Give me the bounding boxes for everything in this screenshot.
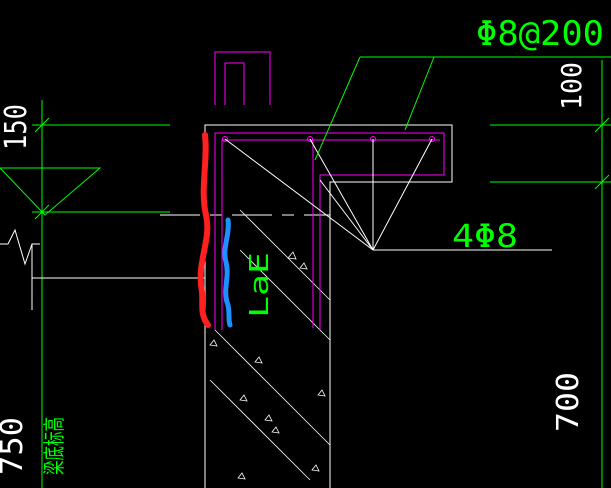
elevation-triangle-marker bbox=[0, 167, 102, 216]
red-markup-stroke bbox=[197, 132, 211, 328]
stirrup-spec-label: Φ8@200 bbox=[476, 14, 604, 54]
rebar-callout-label: 4Φ8 bbox=[452, 217, 518, 255]
embedment-length-label: LaE bbox=[245, 252, 275, 318]
dimension-150-label: 150 bbox=[0, 104, 34, 150]
left-dimension-group bbox=[0, 100, 170, 488]
left-break-line bbox=[0, 228, 205, 310]
dimension-100-label: 100 bbox=[555, 62, 588, 110]
right-dimension-group bbox=[490, 60, 611, 488]
top-magenta-bracket-inner bbox=[224, 62, 245, 105]
blue-markup-stroke bbox=[222, 217, 233, 328]
rebar-dot bbox=[429, 136, 435, 142]
rebar-dot bbox=[307, 136, 313, 142]
dimension-700-label: 700 bbox=[551, 372, 586, 432]
concrete-hatch bbox=[209, 209, 331, 481]
beam-bottom-elevation-label: 梁底标高 bbox=[43, 417, 68, 475]
top-magenta-bracket bbox=[214, 51, 271, 105]
left-tick-top bbox=[34, 117, 50, 133]
rebar-dot bbox=[222, 136, 228, 142]
rebar-leader-lines bbox=[224, 138, 552, 251]
rebar-stirrup bbox=[214, 132, 445, 330]
longitudinal-rebars bbox=[222, 136, 435, 142]
stirrup-leader bbox=[314, 56, 611, 161]
aggregate-marks bbox=[209, 251, 326, 480]
dimension-750-label: 750 bbox=[0, 417, 30, 475]
